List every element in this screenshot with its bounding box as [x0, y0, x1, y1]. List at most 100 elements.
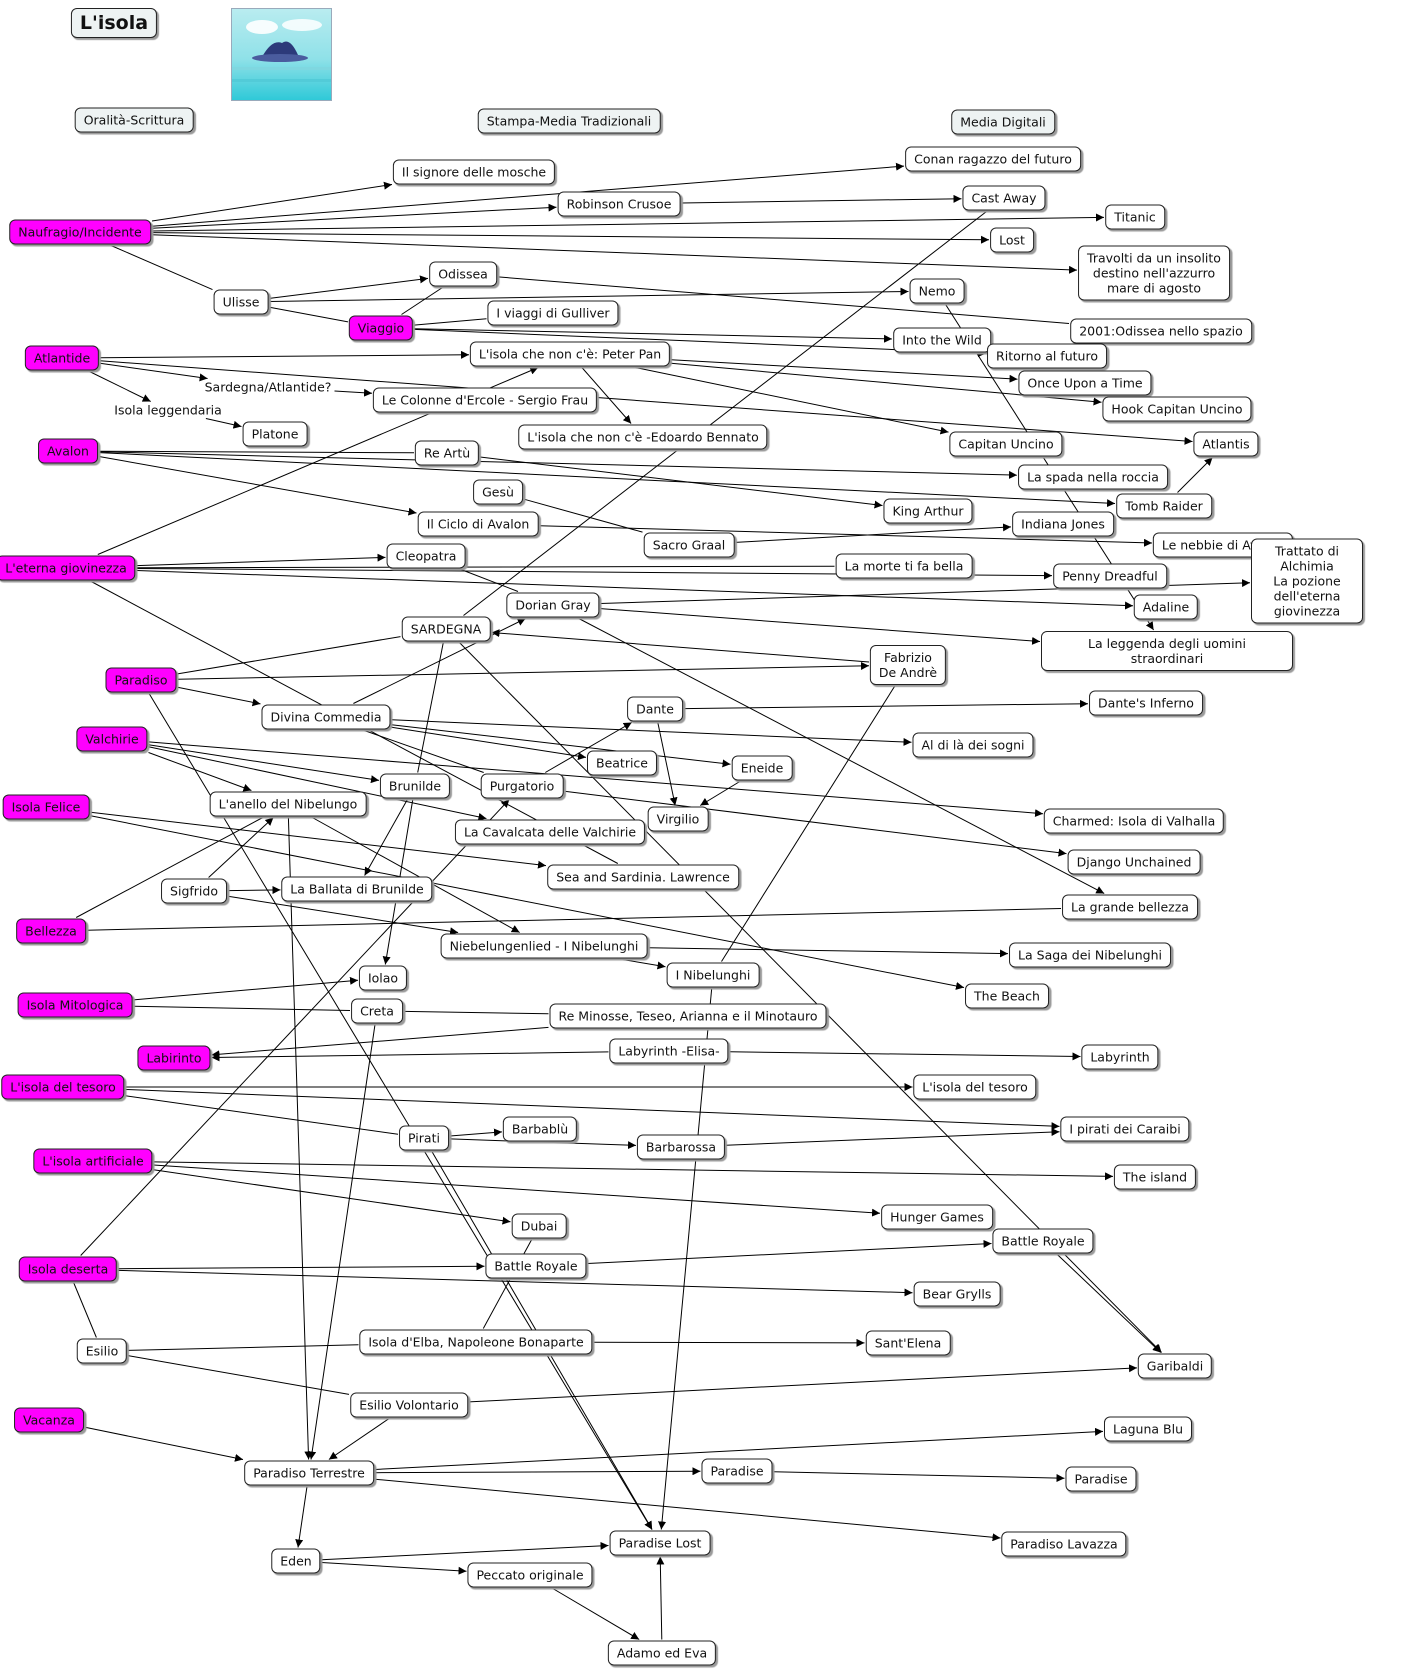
node-caraibi[interactable]: I pirati dei Caraibi: [1060, 1116, 1190, 1142]
node-leggendaria[interactable]: Isola leggendaria: [114, 402, 222, 418]
node-peccato[interactable]: Peccato originale: [467, 1562, 593, 1588]
node-sardatl[interactable]: Sardegna/Atlantide?: [204, 379, 332, 395]
node-ballata[interactable]: La Ballata di Brunilde: [281, 876, 433, 902]
node-odissea[interactable]: Odissea: [429, 261, 497, 287]
node-lawrence[interactable]: Sea and Sardinia. Lawrence: [547, 864, 739, 890]
node-reartu[interactable]: Re Artù: [414, 440, 480, 466]
node-gesu[interactable]: Gesù: [473, 479, 523, 505]
node-robinson[interactable]: Robinson Crusoe: [557, 191, 681, 217]
node-pennyd[interactable]: Penny Dreadful: [1053, 563, 1167, 589]
node-dantesinferno[interactable]: Dante's Inferno: [1089, 690, 1203, 716]
node-battle2[interactable]: Battle Royale: [485, 1253, 587, 1279]
node-kingarthur[interactable]: King Arthur: [883, 498, 973, 524]
node-t_felice[interactable]: Isola Felice: [2, 794, 90, 820]
node-mortebella[interactable]: La morte ti fa bella: [835, 553, 973, 579]
node-t_viaggio[interactable]: Viaggio: [348, 315, 414, 341]
node-cavalcata[interactable]: La Cavalcata delle Valchirie: [454, 819, 646, 845]
node-t_artificiale[interactable]: L'isola artificiale: [33, 1148, 153, 1174]
node-eden[interactable]: Eden: [271, 1548, 321, 1574]
node-colonne[interactable]: Le Colonne d'Ercole - Sergio Frau: [372, 387, 598, 413]
node-divina[interactable]: Divina Commedia: [261, 704, 391, 730]
node-django[interactable]: Django Unchained: [1067, 849, 1201, 875]
node-parterrestre[interactable]: Paradiso Terrestre: [244, 1460, 374, 1486]
node-indiana[interactable]: Indiana Jones: [1012, 511, 1114, 537]
node-creta[interactable]: Creta: [351, 998, 403, 1024]
node-labyrinthelisa[interactable]: Labyrinth -Elisa-: [609, 1038, 729, 1064]
node-odissea2001[interactable]: 2001:Odissea nello spazio: [1070, 318, 1252, 344]
node-lavazza[interactable]: Paradiso Lavazza: [1001, 1531, 1127, 1557]
node-hunger[interactable]: Hunger Games: [881, 1204, 993, 1230]
node-t_naufragio[interactable]: Naufragio/Incidente: [9, 219, 151, 245]
node-tesorofilm[interactable]: L'isola del tesoro: [913, 1074, 1037, 1100]
node-esilio[interactable]: Esilio: [76, 1338, 128, 1364]
node-elba[interactable]: Isola d'Elba, Napoleone Bonaparte: [359, 1329, 593, 1355]
node-travolti[interactable]: Travolti da un insolito destino nell'azz…: [1078, 245, 1230, 301]
node-t_avalon[interactable]: Avalon: [38, 438, 98, 464]
node-deandre[interactable]: Fabrizio De Andrè: [869, 645, 947, 685]
node-niebelungenlied[interactable]: Niebelungenlied - I Nibelunghi: [440, 933, 648, 959]
node-t_atlantide[interactable]: Atlantide: [24, 345, 100, 371]
node-nibelungo[interactable]: L'anello del Nibelungo: [209, 791, 367, 817]
node-tombraider[interactable]: Tomb Raider: [1116, 493, 1212, 519]
node-c2[interactable]: Stampa-Media Tradizionali: [477, 108, 661, 134]
node-alchimia[interactable]: Trattato di Alchimia La pozione dell'ete…: [1251, 538, 1363, 624]
node-t_valchirie[interactable]: Valchirie: [76, 726, 148, 752]
node-ritorno[interactable]: Ritorno al futuro: [987, 343, 1107, 369]
node-brunilde[interactable]: Brunilde: [379, 773, 451, 799]
node-eneide[interactable]: Eneide: [731, 755, 793, 781]
node-atlantis[interactable]: Atlantis: [1193, 431, 1259, 457]
node-titanic[interactable]: Titanic: [1105, 204, 1165, 230]
node-iolao[interactable]: Iolao: [358, 965, 408, 991]
node-mosche[interactable]: Il signore delle mosche: [392, 159, 556, 185]
node-t_vacanza[interactable]: Vacanza: [14, 1407, 84, 1433]
node-thebeach[interactable]: The Beach: [965, 983, 1049, 1009]
node-bennato[interactable]: L'isola che non c'è -Edoardo Bennato: [518, 424, 768, 450]
node-wild[interactable]: Into the Wild: [893, 327, 991, 353]
node-t_tesoro[interactable]: L'isola del tesoro: [1, 1074, 125, 1100]
node-cleopatra[interactable]: Cleopatra: [386, 543, 466, 569]
node-t_paradiso[interactable]: Paradiso: [105, 667, 177, 693]
node-esiliovol[interactable]: Esilio Volontario: [350, 1392, 468, 1418]
node-cicloavalon[interactable]: Il Ciclo di Avalon: [417, 511, 539, 537]
node-c3[interactable]: Media Digitali: [951, 109, 1055, 135]
node-peterpan[interactable]: L'isola che non c'è: Peter Pan: [469, 341, 671, 367]
node-garibaldi[interactable]: Garibaldi: [1137, 1353, 1213, 1379]
node-minosse[interactable]: Re Minosse, Teseo, Arianna e il Minotaur…: [549, 1003, 827, 1029]
node-barbarossa[interactable]: Barbarossa: [636, 1134, 726, 1160]
node-parlost[interactable]: Paradise Lost: [609, 1530, 711, 1556]
node-capuncino[interactable]: Capitan Uncino: [949, 431, 1063, 457]
node-t_bellezza[interactable]: Bellezza: [16, 918, 86, 944]
node-hook[interactable]: Hook Capitan Uncino: [1102, 396, 1252, 422]
node-lagunablu[interactable]: Laguna Blu: [1103, 1416, 1193, 1442]
node-sagani[interactable]: La Saga dei Nibelunghi: [1009, 942, 1171, 968]
node-dorian[interactable]: Dorian Gray: [506, 592, 600, 618]
node-lost[interactable]: Lost: [990, 227, 1034, 253]
node-pirati[interactable]: Pirati: [399, 1125, 449, 1151]
node-grandebellezza[interactable]: La grande bellezza: [1062, 894, 1198, 920]
node-onceupon[interactable]: Once Upon a Time: [1018, 370, 1152, 396]
node-charmed[interactable]: Charmed: Isola di Valhalla: [1043, 808, 1225, 834]
node-t_labirinto[interactable]: Labirinto: [137, 1045, 211, 1071]
node-paradise1[interactable]: Paradise: [701, 1458, 773, 1484]
node-santelena[interactable]: Sant'Elena: [865, 1330, 951, 1356]
node-battle1[interactable]: Battle Royale: [992, 1228, 1094, 1254]
node-virgilio[interactable]: Virgilio: [647, 806, 709, 832]
node-t_deserta[interactable]: Isola deserta: [18, 1256, 118, 1282]
node-dante[interactable]: Dante: [627, 696, 683, 722]
node-graal[interactable]: Sacro Graal: [643, 532, 735, 558]
node-aldila[interactable]: Al di là dei sogni: [912, 732, 1034, 758]
node-straordinari[interactable]: La leggenda degli uomini straordinari: [1041, 631, 1293, 671]
node-title[interactable]: L'isola: [70, 8, 158, 38]
node-barbablu[interactable]: Barbablù: [502, 1116, 578, 1142]
node-inibelunghi[interactable]: I Nibelunghi: [666, 962, 760, 988]
node-t_giovinezza[interactable]: L'eterna giovinezza: [0, 555, 136, 581]
node-beargrylls[interactable]: Bear Grylls: [913, 1281, 1001, 1307]
node-beatrice[interactable]: Beatrice: [586, 750, 658, 776]
node-purgatorio[interactable]: Purgatorio: [480, 773, 564, 799]
node-c1[interactable]: Oralità-Scrittura: [74, 107, 194, 133]
node-theisland[interactable]: The island: [1113, 1164, 1197, 1190]
node-labyrinth[interactable]: Labyrinth: [1081, 1044, 1159, 1070]
node-t_mitologica[interactable]: Isola Mitologica: [17, 992, 133, 1018]
node-spada[interactable]: La spada nella roccia: [1018, 464, 1168, 490]
node-conan[interactable]: Conan ragazzo del futuro: [905, 146, 1081, 172]
